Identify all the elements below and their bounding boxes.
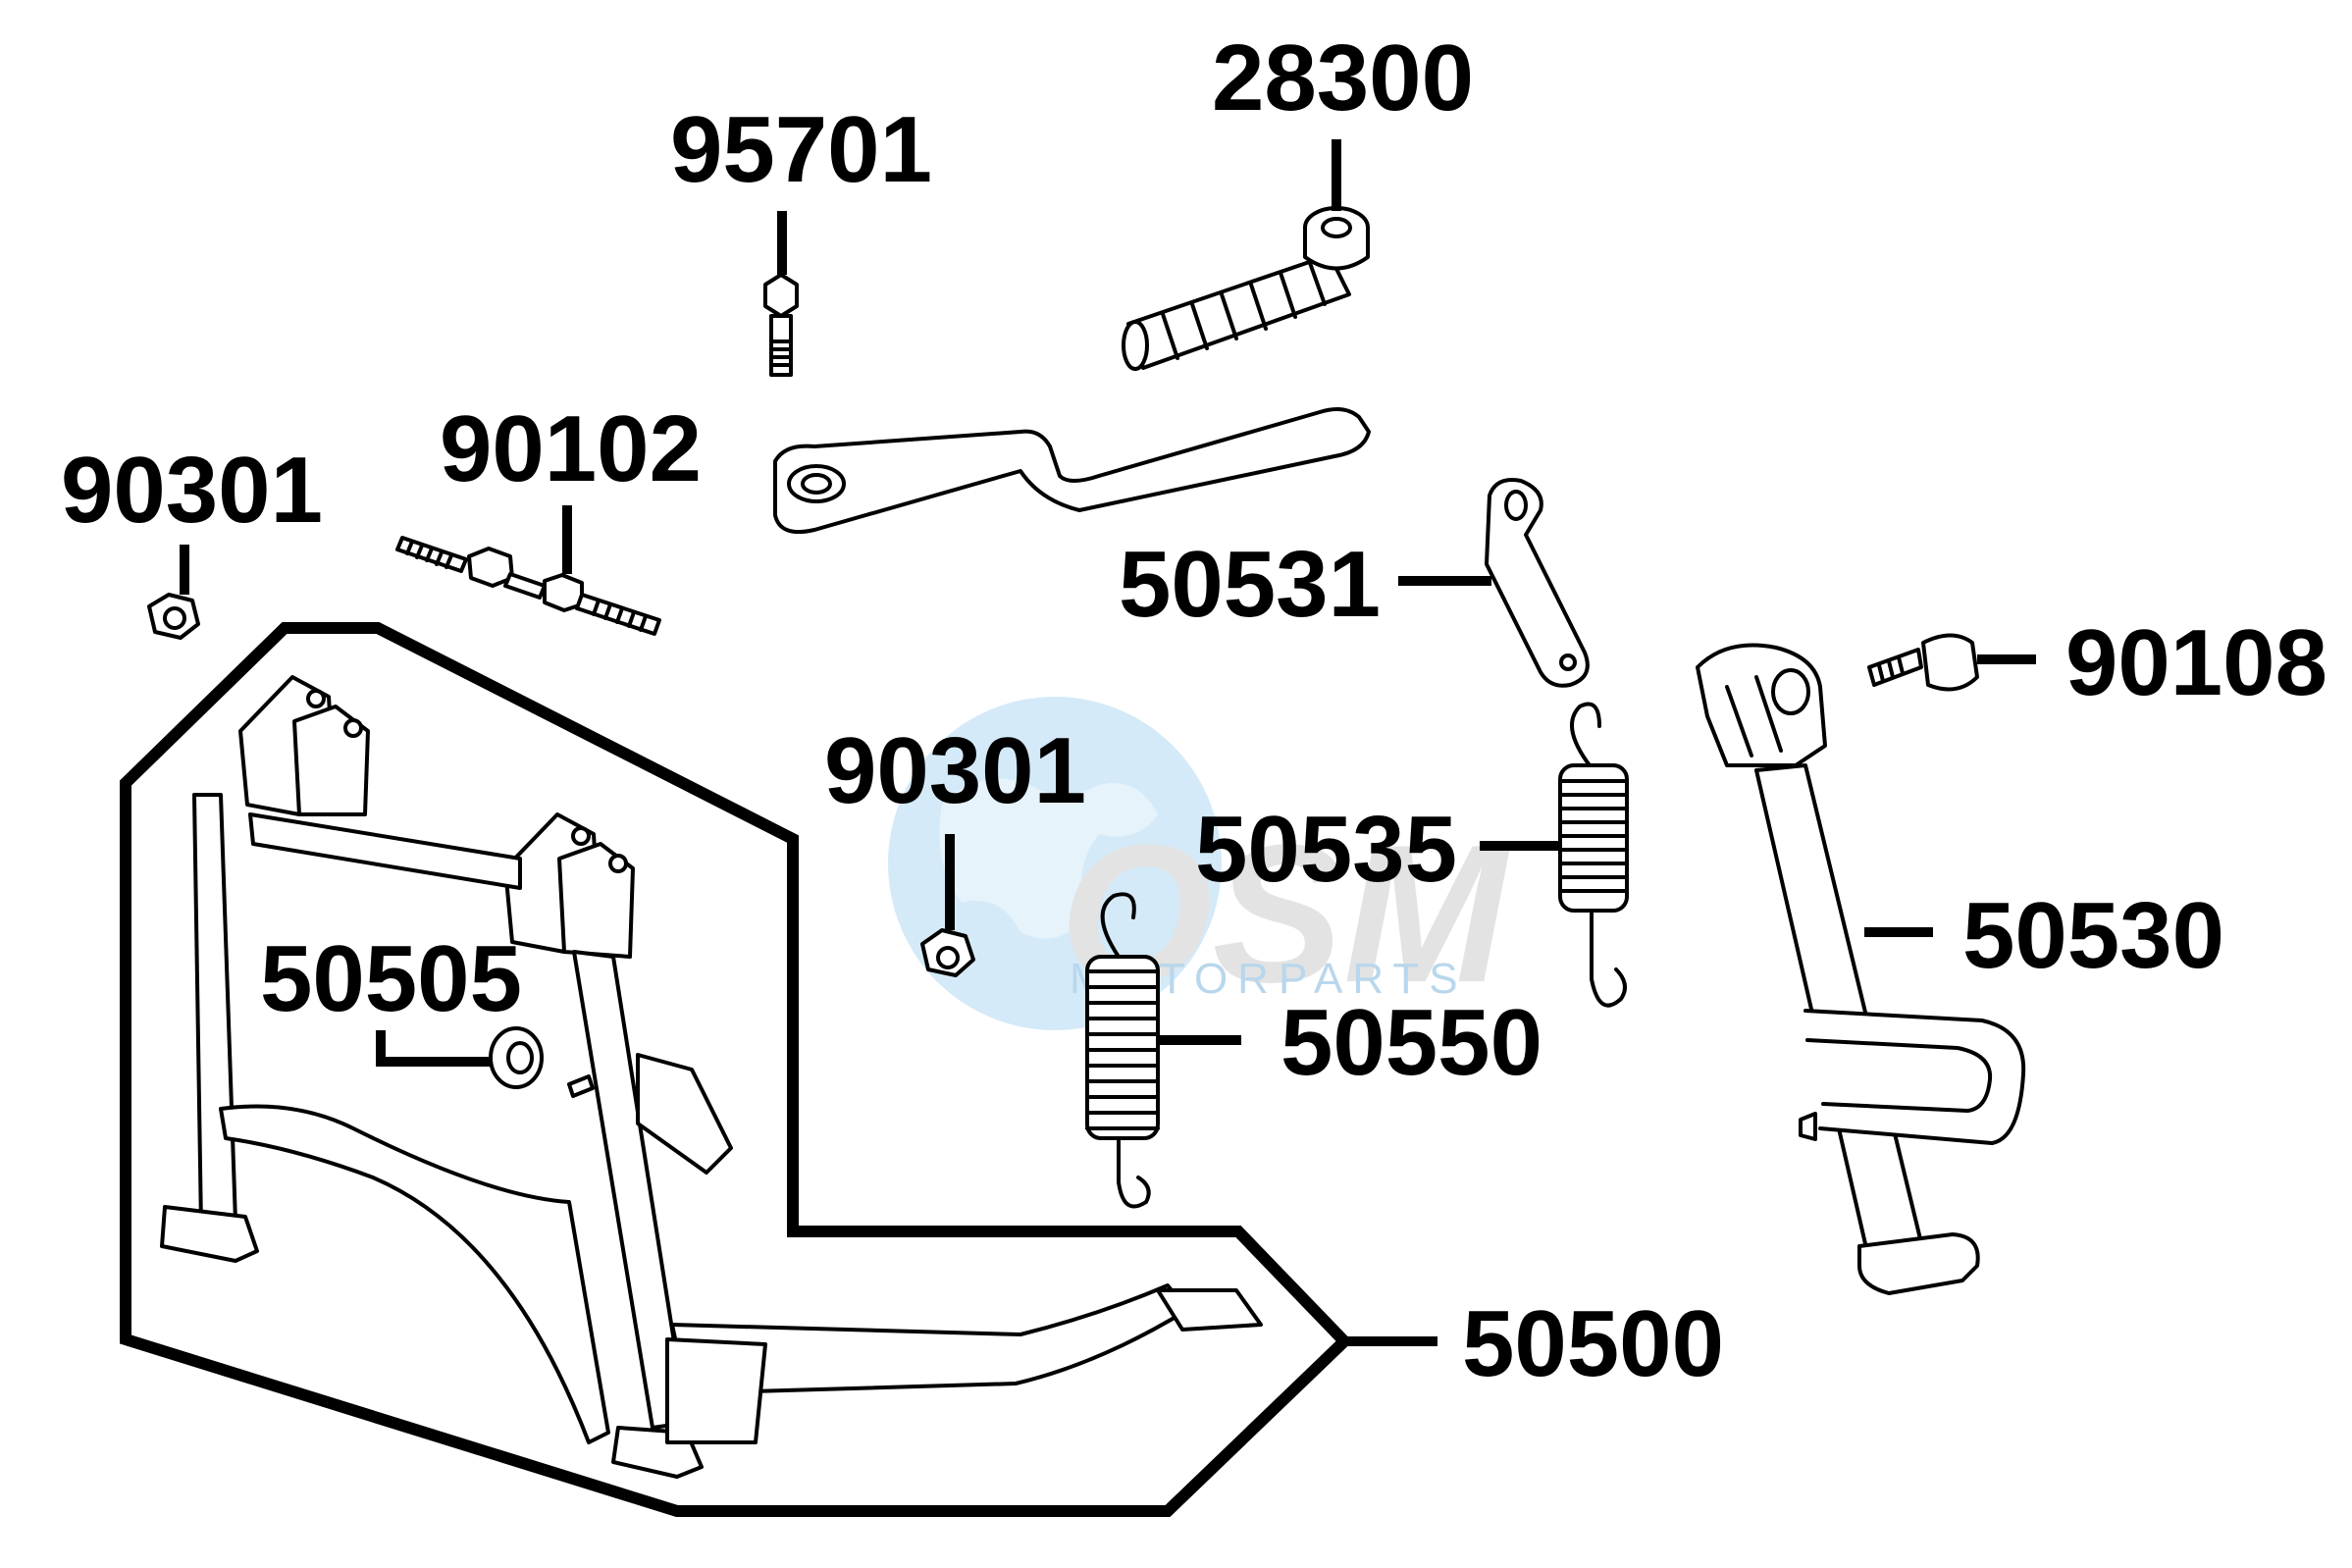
leader-lines xyxy=(180,139,2036,1346)
leader-50505 xyxy=(376,1030,491,1067)
stud-bolt-90102[interactable] xyxy=(395,536,661,636)
nut-90301-b[interactable] xyxy=(920,928,975,977)
bolt-90108[interactable] xyxy=(1867,633,1979,692)
bolt-95701[interactable] xyxy=(763,273,799,377)
nut-90301-a[interactable] xyxy=(147,593,200,640)
part-labels: 28300 95701 90102 90301 50531 90108 9030… xyxy=(61,26,2327,1396)
part-number-50550: 50550 xyxy=(1281,990,1542,1095)
spring-plate-50531[interactable] xyxy=(1485,478,1590,688)
part-number-50530: 50530 xyxy=(1962,883,2224,988)
side-stand-50530[interactable] xyxy=(1696,643,2026,1295)
watermark-continents xyxy=(939,778,1158,939)
part-number-90102: 90102 xyxy=(440,396,702,501)
part-number-95701: 95701 xyxy=(670,97,932,202)
spring-50550[interactable] xyxy=(1085,892,1160,1209)
main-stand-50500[interactable] xyxy=(160,675,1263,1479)
part-number-90301-b: 90301 xyxy=(824,718,1086,823)
part-number-50531: 50531 xyxy=(1119,532,1381,637)
spring-50535[interactable] xyxy=(1558,702,1629,1008)
assembly-group-outline xyxy=(120,622,1353,1517)
part-number-50505: 50505 xyxy=(260,926,522,1031)
kick-starter-lever[interactable] xyxy=(773,206,1371,535)
bushing-50505[interactable] xyxy=(489,1026,595,1098)
part-number-90301-a: 90301 xyxy=(61,438,323,543)
watermark: OSM MOTORPARTS xyxy=(888,697,1511,1030)
part-number-28300: 28300 xyxy=(1212,26,1474,131)
part-number-90108: 90108 xyxy=(2065,610,2327,715)
part-number-50535: 50535 xyxy=(1195,797,1457,902)
part-number-50500: 50500 xyxy=(1462,1291,1724,1396)
